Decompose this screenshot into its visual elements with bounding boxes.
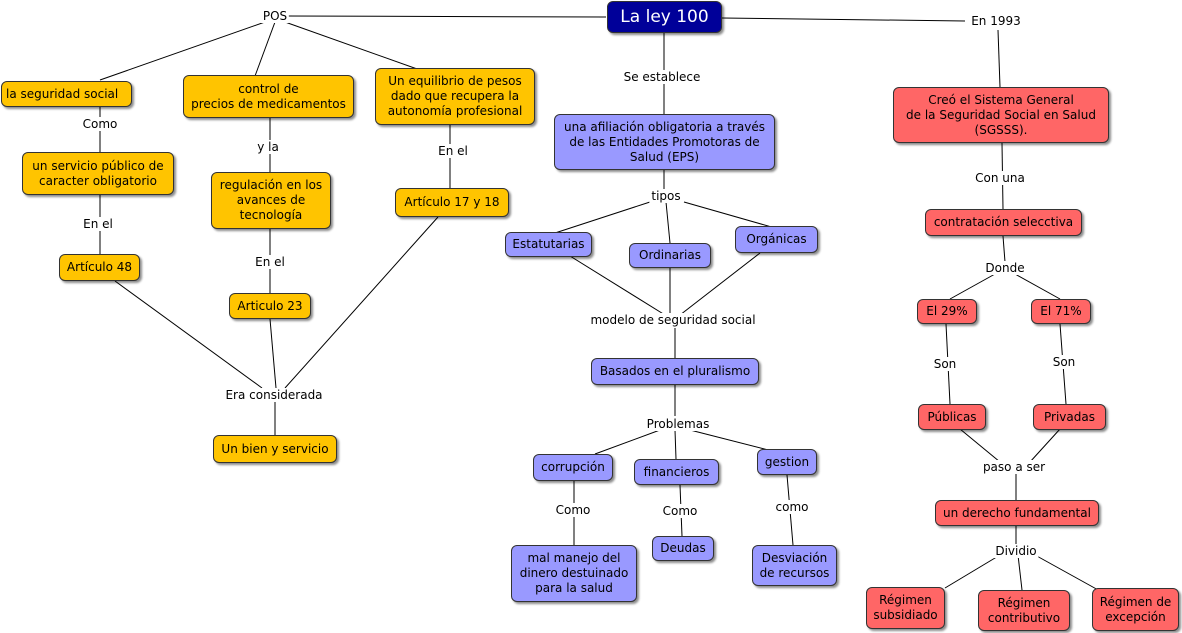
node-pluralismo: Basados en el pluralismo xyxy=(591,358,759,385)
label-con-una: Con una xyxy=(973,171,1027,185)
label-como-3: como xyxy=(773,500,811,514)
node-financieros: financieros xyxy=(634,459,719,485)
connector xyxy=(554,201,651,234)
label-pos: POS xyxy=(260,9,290,23)
label-se-establece: Se establece xyxy=(621,70,703,84)
connector xyxy=(594,429,661,455)
connector xyxy=(997,29,1001,88)
label-paso-a-ser: paso a ser xyxy=(980,460,1048,474)
root-node: La ley 100 xyxy=(607,1,722,33)
node-articulo-48: Artículo 48 xyxy=(59,254,140,281)
node-desviacion: Desviación de recursos xyxy=(752,545,837,586)
connector xyxy=(959,428,1001,463)
node-regimen-subsidiado: Régimen subsidiado xyxy=(866,587,945,629)
node-organicas: Orgánicas xyxy=(735,226,818,253)
connector xyxy=(1014,273,1061,300)
connector xyxy=(254,21,276,77)
label-en-el-2: En el xyxy=(253,255,287,269)
connector xyxy=(679,252,761,316)
node-control-precios: control de precios de medicamentos xyxy=(183,75,354,118)
label-modelo: modelo de seguridad social xyxy=(588,313,758,327)
label-dividio: Dividio xyxy=(993,544,1039,558)
node-servicio-publico: un servicio público de caracter obligato… xyxy=(22,152,174,195)
node-ordinarias: Ordinarias xyxy=(629,243,711,268)
label-en-el-1: En el xyxy=(81,217,115,231)
connector xyxy=(1002,235,1006,263)
connector xyxy=(665,201,671,244)
connector xyxy=(944,554,1001,589)
node-71-percent: El 71% xyxy=(1031,299,1091,324)
label-era-considerada: Era considerada xyxy=(223,388,325,402)
node-estatutarias: Estatutarias xyxy=(505,232,592,257)
node-regimen-excepcion: Régimen de excepción xyxy=(1092,588,1179,631)
node-regimen-contributivo: Régimen contributivo xyxy=(978,590,1070,631)
connector xyxy=(284,216,439,389)
connector xyxy=(683,201,776,229)
node-articulo-17-18: Artículo 17 y 18 xyxy=(395,188,509,217)
label-como: Como xyxy=(80,117,120,131)
node-afiliacion: una afiliación obligatoria a través de l… xyxy=(554,114,775,170)
node-gestion: gestion xyxy=(757,449,817,475)
node-contratacion: contratación selecctiva xyxy=(925,209,1082,236)
connector xyxy=(1034,554,1101,592)
label-en-el-3: En el xyxy=(436,144,470,158)
node-bien-servicio: Un bien y servicio xyxy=(213,435,337,463)
label-y-la: y la xyxy=(255,140,281,154)
connector xyxy=(569,255,666,316)
label-como-2: Como xyxy=(660,504,700,518)
connector xyxy=(1017,554,1023,591)
label-son-1: Son xyxy=(931,357,959,371)
label-en-1993: En 1993 xyxy=(969,14,1023,28)
connector xyxy=(269,318,277,389)
connector xyxy=(284,21,421,71)
node-deudas: Deudas xyxy=(652,536,714,561)
label-problemas: Problemas xyxy=(644,417,712,431)
label-como-1: Como xyxy=(553,503,593,517)
label-donde: Donde xyxy=(983,261,1027,275)
connector xyxy=(1029,428,1061,463)
node-derecho-fundamental: un derecho fundamental xyxy=(935,500,1099,526)
connector xyxy=(99,21,266,81)
connector xyxy=(284,15,607,18)
node-articulo-23: Articulo 23 xyxy=(229,293,311,319)
node-corrupcion: corrupción xyxy=(533,454,613,481)
node-publicas: Públicas xyxy=(918,404,986,430)
node-privadas: Privadas xyxy=(1033,404,1106,430)
label-son-2: Son xyxy=(1050,355,1078,369)
label-tipos: tipos xyxy=(649,189,683,203)
node-regulacion: regulación en los avances de tecnología xyxy=(211,172,331,229)
node-sgsss: Creó el Sistema General de la Seguridad … xyxy=(893,87,1109,143)
node-equilibrio: Un equilibrio de pesos dado que recupera… xyxy=(375,68,535,125)
node-mal-manejo: mal manejo del dinero destuinado para la… xyxy=(511,545,637,602)
node-seguridad-social: la seguridad social xyxy=(1,81,132,107)
connector xyxy=(949,273,996,300)
connector xyxy=(114,280,263,389)
node-29-percent: El 29% xyxy=(917,299,977,324)
connector xyxy=(674,429,677,460)
connector xyxy=(721,17,966,22)
